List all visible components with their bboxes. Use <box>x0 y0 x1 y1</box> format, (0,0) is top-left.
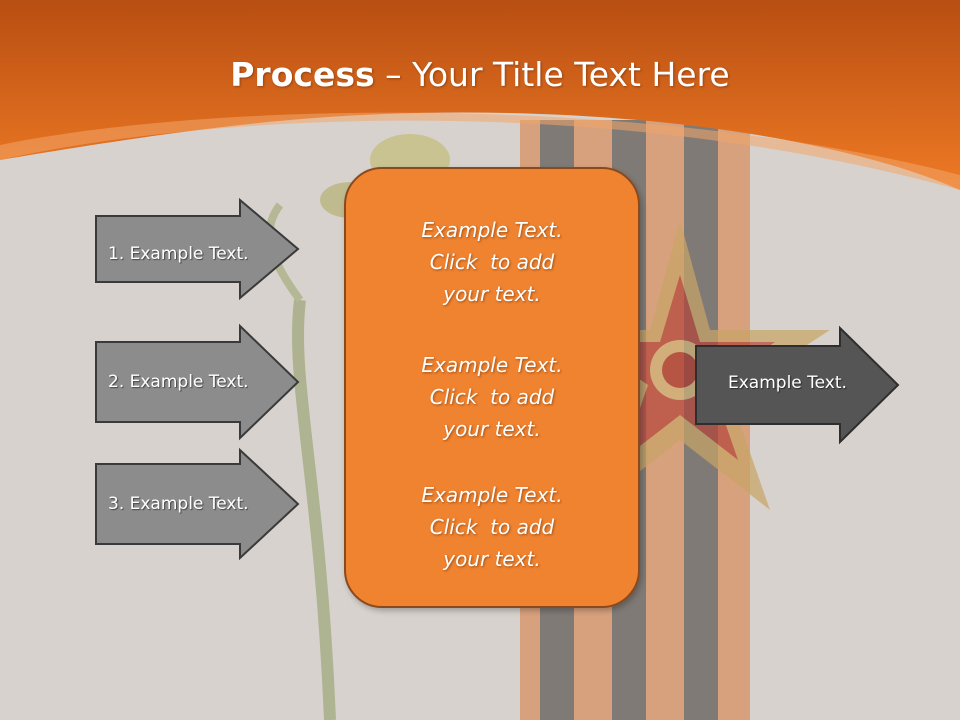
arrow-shape <box>95 197 300 301</box>
input-arrow-label: 2. Example Text. <box>108 372 249 392</box>
block-line: your text. <box>443 282 541 306</box>
process-box[interactable]: Example Text. Click to add your text. Ex… <box>344 167 640 608</box>
arrow-shape <box>95 323 300 441</box>
block-line: your text. <box>443 417 541 441</box>
arrow-shape <box>695 325 900 445</box>
arrow-shape <box>95 447 300 561</box>
block-line: Example Text. <box>421 483 563 507</box>
block-line: your text. <box>443 547 541 571</box>
process-text-block-1: Example Text. Click to add your text. <box>346 214 638 310</box>
process-text-block-2: Example Text. Click to add your text. <box>346 349 638 445</box>
input-arrow-2[interactable]: 2. Example Text. <box>94 323 300 441</box>
title-bold: Process <box>230 55 375 94</box>
page-title: Process – Your Title Text Here <box>0 50 960 100</box>
block-line: Click to add <box>429 515 555 539</box>
block-line: Example Text. <box>421 353 563 377</box>
input-arrow-label: 1. Example Text. <box>108 244 249 264</box>
header-band <box>0 0 960 190</box>
output-arrow[interactable]: Example Text. <box>694 325 900 445</box>
title-rest: – Your Title Text Here <box>374 55 730 94</box>
input-arrow-label: 3. Example Text. <box>108 494 249 514</box>
block-line: Click to add <box>429 385 555 409</box>
output-arrow-label: Example Text. <box>728 373 847 393</box>
header-swoosh <box>0 112 960 190</box>
input-arrow-1[interactable]: 1. Example Text. <box>94 197 300 301</box>
input-arrow-3[interactable]: 3. Example Text. <box>94 447 300 561</box>
process-text-block-3: Example Text. Click to add your text. <box>346 479 638 575</box>
block-line: Example Text. <box>421 218 563 242</box>
block-line: Click to add <box>429 250 555 274</box>
